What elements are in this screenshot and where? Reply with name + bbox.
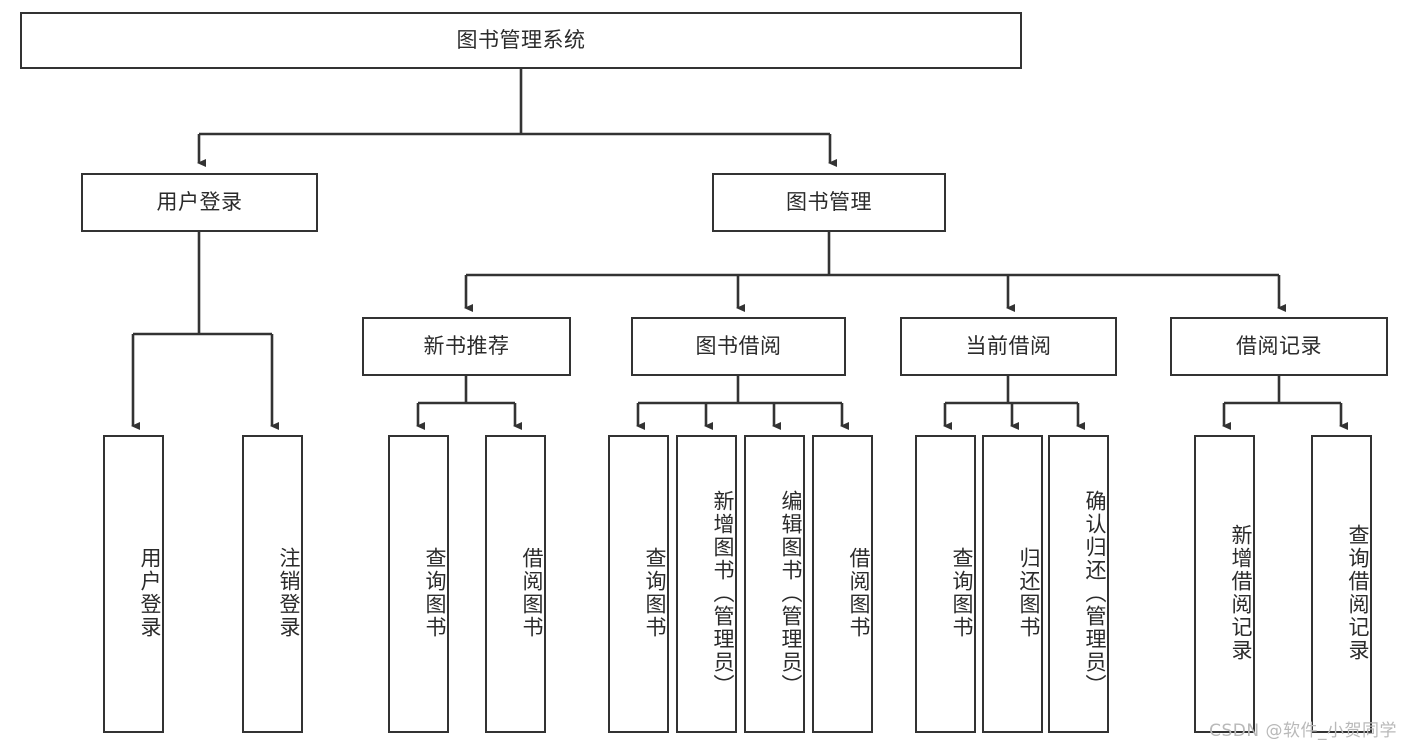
leaf-borrow-query-book[interactable]: 查询图书 (608, 435, 669, 733)
leaf-query-borrow-record[interactable]: 查询借阅记录 (1311, 435, 1372, 733)
leaf-confirm-return-admin-label: 确认归还（管理员） (1083, 489, 1107, 697)
leaf-return-book[interactable]: 归还图书 (982, 435, 1043, 733)
node-borrow-record[interactable]: 借阅记录 (1170, 317, 1388, 376)
leaf-add-book-admin-label: 新增图书（管理员） (711, 489, 735, 697)
leaf-logout[interactable]: 注销登录 (242, 435, 303, 733)
node-root-system-label: 图书管理系统 (456, 28, 586, 53)
node-book-management-label: 图书管理 (786, 190, 872, 215)
leaf-borrow-borrow-book-label: 借阅图书 (847, 547, 871, 639)
node-root-system[interactable]: 图书管理系统 (20, 12, 1022, 69)
node-user-login[interactable]: 用户登录 (81, 173, 318, 232)
node-new-book-recommend-label: 新书推荐 (423, 334, 510, 359)
leaf-return-book-label: 归还图书 (1017, 547, 1041, 639)
node-borrow-record-label: 借阅记录 (1236, 334, 1322, 359)
leaf-user-login[interactable]: 用户登录 (103, 435, 164, 733)
leaf-confirm-return-admin[interactable]: 确认归还（管理员） (1048, 435, 1109, 733)
leaf-user-login-label: 用户登录 (138, 547, 162, 639)
node-book-borrow[interactable]: 图书借阅 (631, 317, 846, 376)
leaf-query-borrow-record-label: 查询借阅记录 (1346, 524, 1370, 662)
leaf-borrow-borrow-book[interactable]: 借阅图书 (812, 435, 873, 733)
node-new-book-recommend[interactable]: 新书推荐 (362, 317, 571, 376)
leaf-current-query-book[interactable]: 查询图书 (915, 435, 976, 733)
node-book-borrow-label: 图书借阅 (695, 334, 782, 359)
node-book-management[interactable]: 图书管理 (712, 173, 946, 232)
leaf-add-borrow-record-label: 新增借阅记录 (1229, 524, 1253, 662)
leaf-logout-label: 注销登录 (277, 547, 301, 639)
leaf-edit-book-admin[interactable]: 编辑图书（管理员） (744, 435, 805, 733)
node-current-borrow-label: 当前借阅 (965, 334, 1052, 359)
leaf-current-query-book-label: 查询图书 (950, 547, 974, 639)
leaf-borrow-query-book-label: 查询图书 (643, 547, 667, 639)
leaf-newbook-borrow-book[interactable]: 借阅图书 (485, 435, 546, 733)
leaf-add-borrow-record[interactable]: 新增借阅记录 (1194, 435, 1255, 733)
leaf-newbook-borrow-book-label: 借阅图书 (520, 547, 544, 639)
leaf-newbook-query-book[interactable]: 查询图书 (388, 435, 449, 733)
csdn-watermark: CSDN @软件_小贺同学 (1209, 721, 1397, 741)
leaf-newbook-query-book-label: 查询图书 (423, 547, 447, 639)
node-current-borrow[interactable]: 当前借阅 (900, 317, 1117, 376)
leaf-add-book-admin[interactable]: 新增图书（管理员） (676, 435, 737, 733)
leaf-edit-book-admin-label: 编辑图书（管理员） (779, 489, 803, 697)
node-user-login-label: 用户登录 (156, 190, 243, 215)
